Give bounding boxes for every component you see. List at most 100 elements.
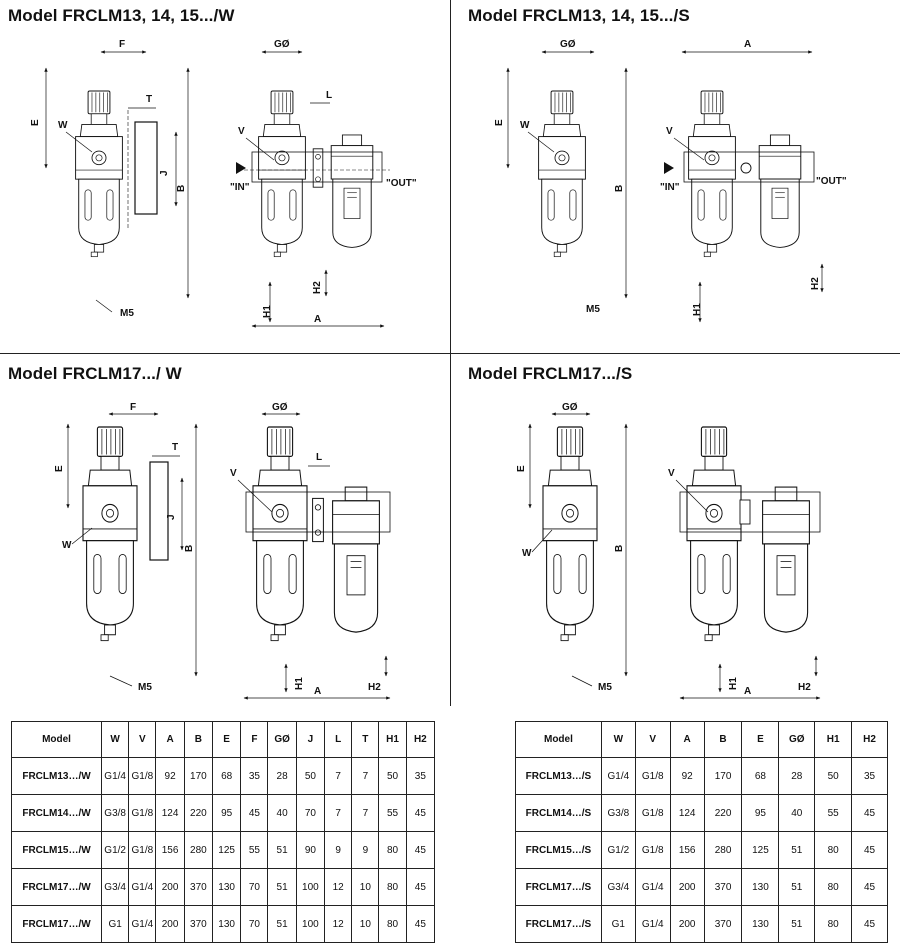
table-w-header-cell: T xyxy=(351,721,380,758)
title-top-left: Model FRCLM13, 14, 15.../W xyxy=(8,6,235,25)
value-cell: 7 xyxy=(351,757,380,795)
drawing-top-left-front xyxy=(244,90,390,258)
table-s-header-cell: H2 xyxy=(851,721,888,758)
value-cell: 130 xyxy=(741,905,780,943)
value-cell: 40 xyxy=(267,794,297,832)
dim-E-1: E xyxy=(30,119,41,126)
dim-W-1: W xyxy=(58,120,68,131)
value-cell: 95 xyxy=(211,794,242,832)
drawing-top-right-front xyxy=(683,90,815,258)
dim-V-4: V xyxy=(668,468,675,479)
value-cell: 370 xyxy=(703,905,743,943)
value-cell: 51 xyxy=(267,831,297,869)
value-cell: G1/8 xyxy=(634,831,671,869)
dim-V-1: V xyxy=(238,126,245,137)
value-cell: 28 xyxy=(267,757,297,795)
value-cell: 50 xyxy=(378,757,407,795)
table-s-header-cell: H1 xyxy=(814,721,853,758)
value-cell: 51 xyxy=(267,905,297,943)
label-out-2: "OUT" xyxy=(816,176,847,187)
drawing-top-left-side xyxy=(75,90,158,258)
value-cell: 370 xyxy=(703,868,743,906)
value-cell: 124 xyxy=(669,794,705,832)
value-cell: G3/8 xyxy=(600,794,636,832)
value-cell: 45 xyxy=(851,794,888,832)
table-s-header-cell: A xyxy=(669,721,705,758)
table-s-header-cell: W xyxy=(600,721,636,758)
value-cell: G1/4 xyxy=(101,757,130,795)
model-cell: FRCLM14…/W xyxy=(10,794,103,832)
value-cell: 200 xyxy=(669,868,705,906)
value-cell: 70 xyxy=(240,905,269,943)
dim-H1-3: H1 xyxy=(294,677,305,690)
value-cell: G1/8 xyxy=(128,831,157,869)
value-cell: 156 xyxy=(669,831,705,869)
value-cell: 80 xyxy=(814,831,853,869)
drawing-bottom-left-side xyxy=(82,426,169,642)
value-cell: G1/2 xyxy=(600,831,636,869)
model-cell: FRCLM13…/W xyxy=(10,757,103,795)
title-bottom-right: Model FRCLM17.../S xyxy=(468,364,633,383)
value-cell: 80 xyxy=(378,868,407,906)
value-cell: 45 xyxy=(240,794,269,832)
value-cell: 370 xyxy=(183,868,214,906)
table-w-header-cell: W xyxy=(101,721,130,758)
value-cell: 28 xyxy=(778,757,816,795)
value-cell: 200 xyxy=(669,905,705,943)
table-s-header-cell: Model xyxy=(515,721,602,758)
table-w-header-cell: V xyxy=(128,721,157,758)
dim-M5-3: M5 xyxy=(138,682,152,693)
value-cell: 12 xyxy=(324,905,353,943)
value-cell: 100 xyxy=(295,905,326,943)
dim-W-3: W xyxy=(62,540,72,551)
value-cell: G3/4 xyxy=(600,868,636,906)
model-cell: FRCLM17…/S xyxy=(515,868,602,906)
value-cell: 80 xyxy=(814,905,853,943)
drawing-bottom-left-front xyxy=(245,426,391,642)
model-cell: FRCLM15…/S xyxy=(515,831,602,869)
value-cell: 68 xyxy=(741,757,780,795)
label-out-1: "OUT" xyxy=(386,178,417,189)
value-cell: 9 xyxy=(324,831,353,869)
model-cell: FRCLM17…/W xyxy=(10,905,103,943)
value-cell: 100 xyxy=(295,868,326,906)
table-w-header-cell: A xyxy=(155,721,185,758)
value-cell: 9 xyxy=(351,831,380,869)
dim-A-2: A xyxy=(744,39,751,50)
value-cell: G1/4 xyxy=(634,868,671,906)
value-cell: 10 xyxy=(351,868,380,906)
value-cell: 55 xyxy=(814,794,853,832)
value-cell: 45 xyxy=(405,868,436,906)
title-top-right: Model FRCLM13, 14, 15.../S xyxy=(468,6,690,25)
dim-E-3: E xyxy=(54,465,65,472)
value-cell: 70 xyxy=(295,794,326,832)
dim-H2-4: H2 xyxy=(798,682,811,693)
value-cell: G3/4 xyxy=(101,868,130,906)
value-cell: G1/4 xyxy=(128,868,157,906)
dim-B-2: B xyxy=(614,185,625,192)
value-cell: 51 xyxy=(267,868,297,906)
value-cell: 7 xyxy=(351,794,380,832)
value-cell: G3/8 xyxy=(101,794,130,832)
table-w-header-cell: E xyxy=(211,721,242,758)
dim-B-3: B xyxy=(184,545,195,552)
value-cell: 51 xyxy=(778,868,816,906)
value-cell: G1 xyxy=(600,905,636,943)
dim-J-1: J xyxy=(159,170,170,176)
table-w-header-cell: H1 xyxy=(378,721,407,758)
technical-drawings: F E B J T W M5 "IN" "OUT" GØ L V A H1 H2… xyxy=(30,39,847,700)
model-cell: FRCLM15…/W xyxy=(10,831,103,869)
value-cell: 200 xyxy=(155,905,185,943)
value-cell: 92 xyxy=(669,757,705,795)
value-cell: 45 xyxy=(851,868,888,906)
dim-M5-4: M5 xyxy=(598,682,612,693)
value-cell: 80 xyxy=(378,831,407,869)
